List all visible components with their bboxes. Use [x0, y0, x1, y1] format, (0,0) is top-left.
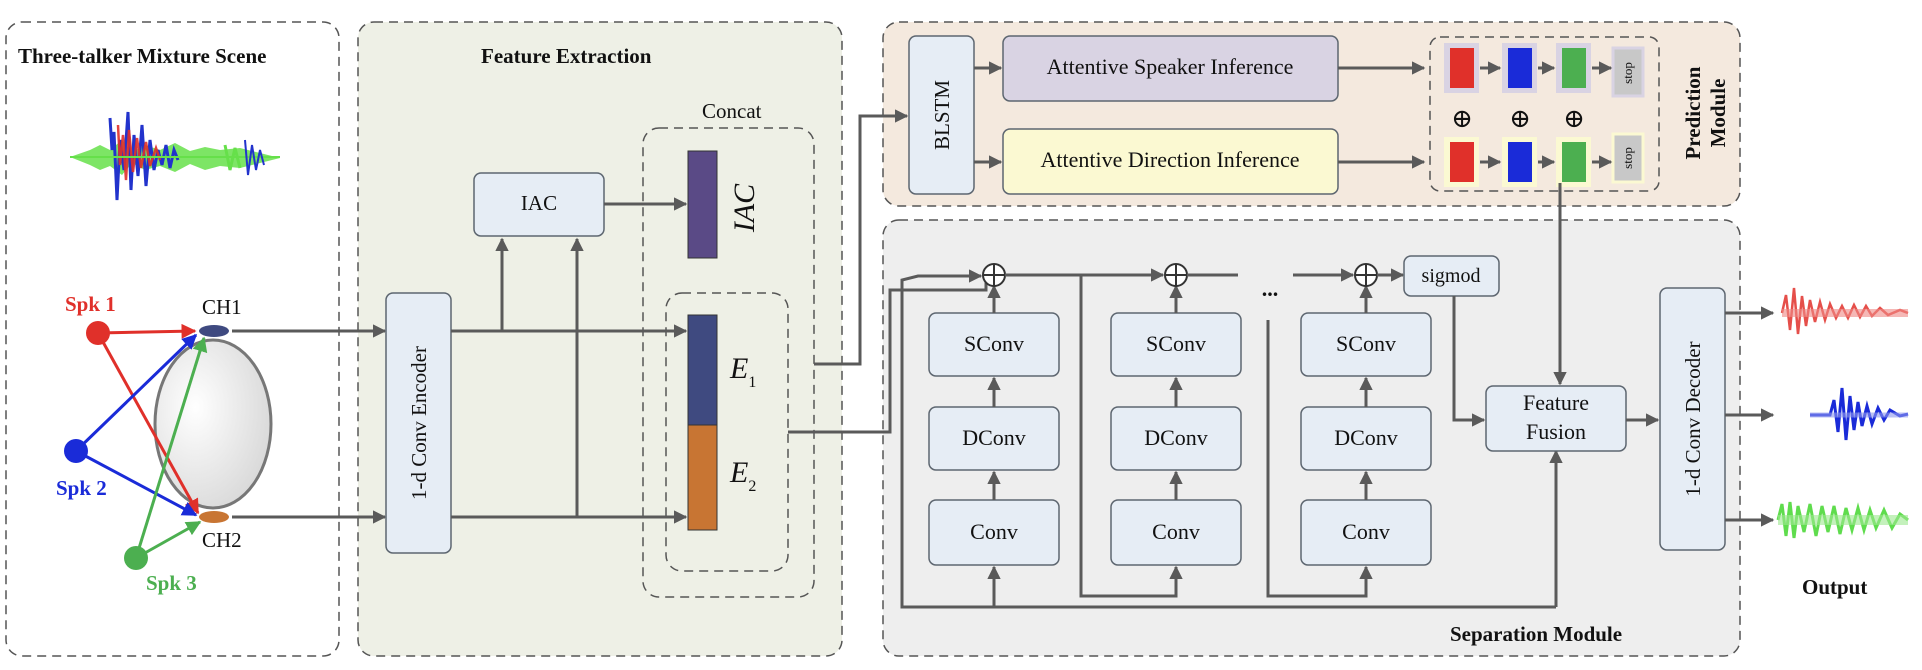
speaker3-icon [124, 546, 148, 570]
speaker2-icon [64, 439, 88, 463]
encoder-block [385, 292, 452, 554]
speaker3-label: Spk 3 [146, 571, 197, 595]
speaker2-label: Spk 2 [56, 476, 107, 500]
sconv-label-3: SConv [1336, 331, 1396, 356]
sconv-label-2: SConv [1146, 331, 1206, 356]
left-mic-icon [199, 325, 229, 337]
direction-inference-label: Attentive Direction Inference [1041, 147, 1300, 172]
speaker-token-blue [1508, 48, 1532, 88]
channel1-label: CH1 [202, 295, 242, 319]
e1-bar [687, 314, 718, 426]
sequence-group [1429, 36, 1660, 192]
direction-token-green [1562, 142, 1586, 182]
speaker1-label: Spk 1 [65, 292, 116, 316]
adder-icon-2 [1164, 263, 1188, 287]
conv-label-1: Conv [970, 519, 1018, 544]
conv-label-2: Conv [1152, 519, 1200, 544]
e2-bar [687, 424, 718, 531]
conv-label-3: Conv [1342, 519, 1390, 544]
speaker-stop-token [1611, 46, 1645, 98]
mixture-title: Three-talker Mixture Scene [18, 44, 266, 68]
sigmod-label: sigmod [1422, 265, 1481, 287]
dconv-label-1: DConv [962, 425, 1026, 450]
iac-label: IAC [521, 191, 557, 215]
mixture-panel [5, 21, 340, 657]
head-icon [153, 338, 273, 510]
e1-label: E1 [729, 352, 756, 391]
decoder-label: 1-d Conv Decoder [1681, 341, 1705, 496]
channel2-label: CH2 [202, 528, 242, 552]
dconv-label-3: DConv [1334, 425, 1398, 450]
plus-symbol-3: ⊕ [1563, 104, 1585, 133]
prediction-title: PredictionModule [1681, 66, 1730, 159]
sigmod-block [1403, 255, 1500, 297]
adder-icon-3 [1354, 263, 1378, 287]
direction-stop-token [1611, 132, 1645, 184]
direction-token-blue [1508, 142, 1532, 182]
decoder-block [1659, 287, 1726, 551]
e2-label: E2 [729, 456, 756, 495]
adder-icon-1 [982, 263, 1006, 287]
dconv-label-2: DConv [1144, 425, 1208, 450]
embedding-group [665, 292, 789, 572]
concat-label: Concat [702, 99, 762, 123]
ellipsis-label: ... [1262, 276, 1279, 301]
sconv-label-1: SConv [964, 331, 1024, 356]
output-waveform-blue [1810, 387, 1909, 441]
speaker-stop-label: stop [1620, 62, 1635, 84]
blstm-block [908, 35, 975, 195]
direction-stop-label: stop [1620, 147, 1635, 169]
speaker-inference-label: Attentive Speaker Inference [1047, 54, 1294, 79]
plus-symbol-2: ⊕ [1509, 104, 1531, 133]
speaker-token-red [1450, 48, 1474, 88]
right-mic-icon [199, 511, 229, 523]
plus-symbol-1: ⊕ [1451, 104, 1473, 133]
encoder-label: 1-d Conv Encoder [407, 346, 431, 500]
speaker1-icon [86, 321, 110, 345]
iac-feature-label: IAC [728, 183, 761, 233]
separation-title: Separation Module [1450, 622, 1622, 646]
direction-token-red [1450, 142, 1474, 182]
output-waveform-green [1776, 501, 1909, 539]
blstm-label: BLSTM [930, 80, 954, 150]
iac-feature-bar [687, 150, 718, 259]
speaker-token-green [1562, 48, 1586, 88]
output-label: Output [1802, 575, 1867, 599]
feature-extraction-title: Feature Extraction [481, 44, 652, 68]
mixture-waveform [70, 111, 280, 201]
output-waveform-red [1780, 287, 1909, 335]
